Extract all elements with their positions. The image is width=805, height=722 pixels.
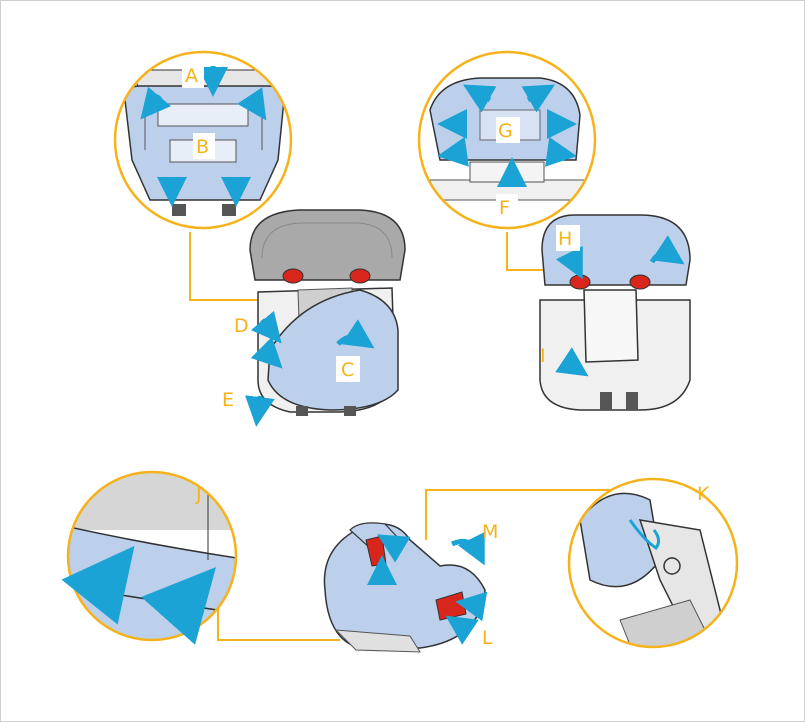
label-H: H — [558, 228, 572, 250]
label-M: M — [482, 521, 498, 543]
label-I: I — [540, 345, 546, 367]
label-K: K — [697, 483, 710, 505]
zoom-circle-headrest: G F — [419, 52, 595, 228]
label-G: G — [498, 120, 513, 142]
zoom-circle-edge-clip: J — [60, 470, 250, 650]
label-B: B — [196, 136, 209, 158]
zoom-circle-isofix-loop: K — [569, 479, 737, 670]
seat-back-cover-removal: H I — [540, 215, 690, 410]
booster-base-cover: M L — [324, 521, 498, 652]
label-C: C — [341, 359, 354, 381]
label-E: E — [222, 389, 234, 411]
zoom-circle-back-top: A B — [115, 52, 291, 228]
label-J: J — [195, 483, 202, 505]
label-L: L — [482, 627, 493, 649]
label-A: A — [185, 65, 198, 87]
label-F: F — [499, 197, 510, 219]
label-D: D — [234, 315, 249, 337]
seat-front-cover-removal: C D E — [222, 210, 405, 416]
